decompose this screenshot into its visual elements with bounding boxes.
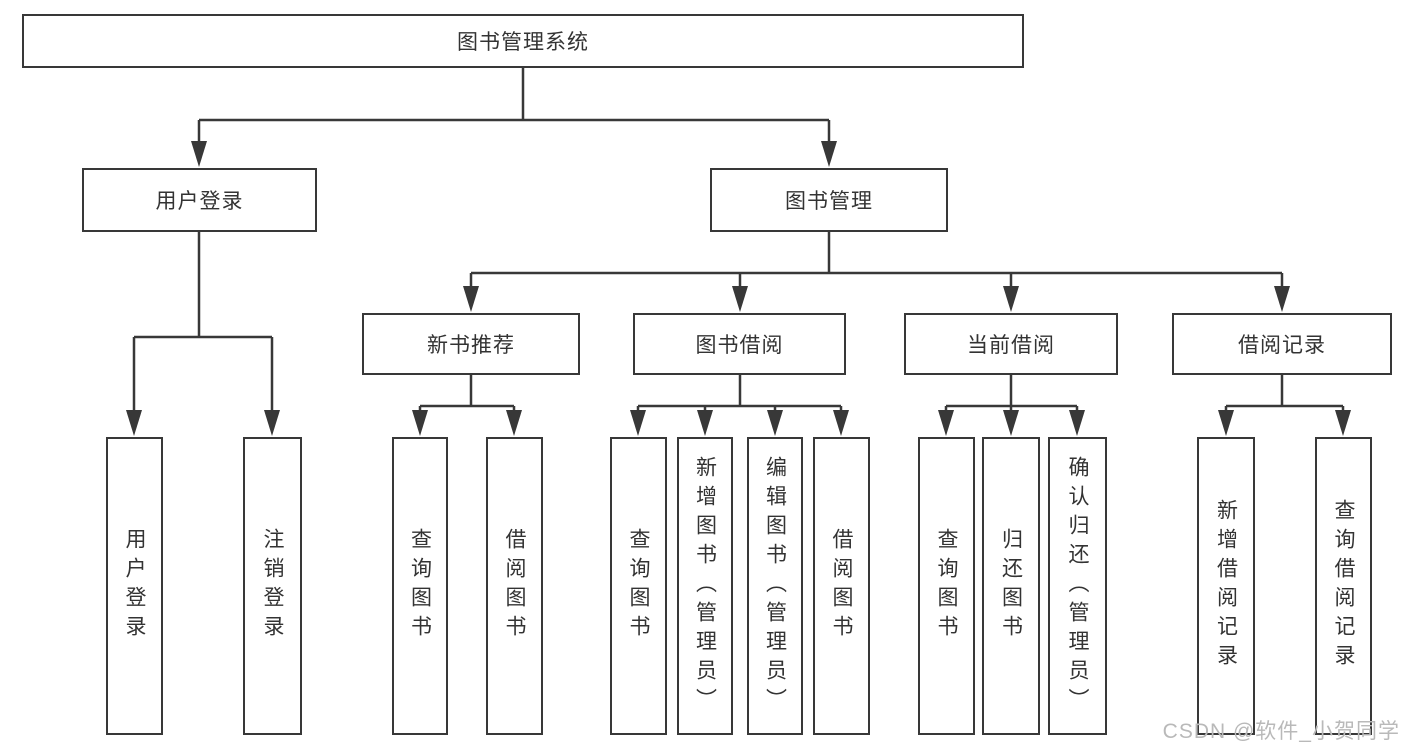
arrow-icon: [821, 141, 837, 167]
node-book-borrow: 图书借阅: [633, 313, 846, 375]
leaf-add-borrow-record: 新增借阅记录: [1197, 437, 1255, 735]
leaf-borrow-books-recommend: 借阅图书: [486, 437, 543, 735]
watermark: CSDN @软件_小贺同学: [1162, 720, 1400, 743]
arrow-icon: [732, 286, 748, 312]
arrow-icon: [767, 410, 783, 436]
leaf-query-books-borrow: 查询图书: [610, 437, 667, 735]
leaf-query-books-current: 查询图书: [918, 437, 975, 735]
leaf-query-borrow-record: 查询借阅记录: [1315, 437, 1372, 735]
arrow-icon: [1069, 410, 1085, 436]
leaf-return-book: 归还图书: [982, 437, 1040, 735]
node-root: 图书管理系统: [22, 14, 1024, 68]
arrow-icon: [463, 286, 479, 312]
arrow-icon: [1335, 410, 1351, 436]
arrow-icon: [630, 410, 646, 436]
leaf-borrow-books: 借阅图书: [813, 437, 870, 735]
arrow-icon: [1218, 410, 1234, 436]
leaf-logout: 注销登录: [243, 437, 302, 735]
node-user-login: 用户登录: [82, 168, 317, 232]
arrow-icon: [1274, 286, 1290, 312]
arrow-icon: [1003, 410, 1019, 436]
arrow-icon: [506, 410, 522, 436]
arrow-icon: [697, 410, 713, 436]
node-book-management: 图书管理: [710, 168, 948, 232]
node-borrow-records: 借阅记录: [1172, 313, 1392, 375]
node-current-borrow: 当前借阅: [904, 313, 1118, 375]
arrow-icon: [191, 141, 207, 167]
node-new-book-recommend: 新书推荐: [362, 313, 580, 375]
arrow-icon: [126, 410, 142, 436]
leaf-user-login: 用户登录: [106, 437, 163, 735]
arrow-icon: [938, 410, 954, 436]
leaf-confirm-return-admin: 确认归还（管理员）: [1048, 437, 1107, 735]
leaf-add-book-admin: 新增图书（管理员）: [677, 437, 733, 735]
arrow-icon: [412, 410, 428, 436]
leaf-edit-book-admin: 编辑图书（管理员）: [747, 437, 803, 735]
arrow-icon: [833, 410, 849, 436]
arrow-icon: [264, 410, 280, 436]
leaf-query-books-recommend: 查询图书: [392, 437, 448, 735]
arrow-icon: [1003, 286, 1019, 312]
